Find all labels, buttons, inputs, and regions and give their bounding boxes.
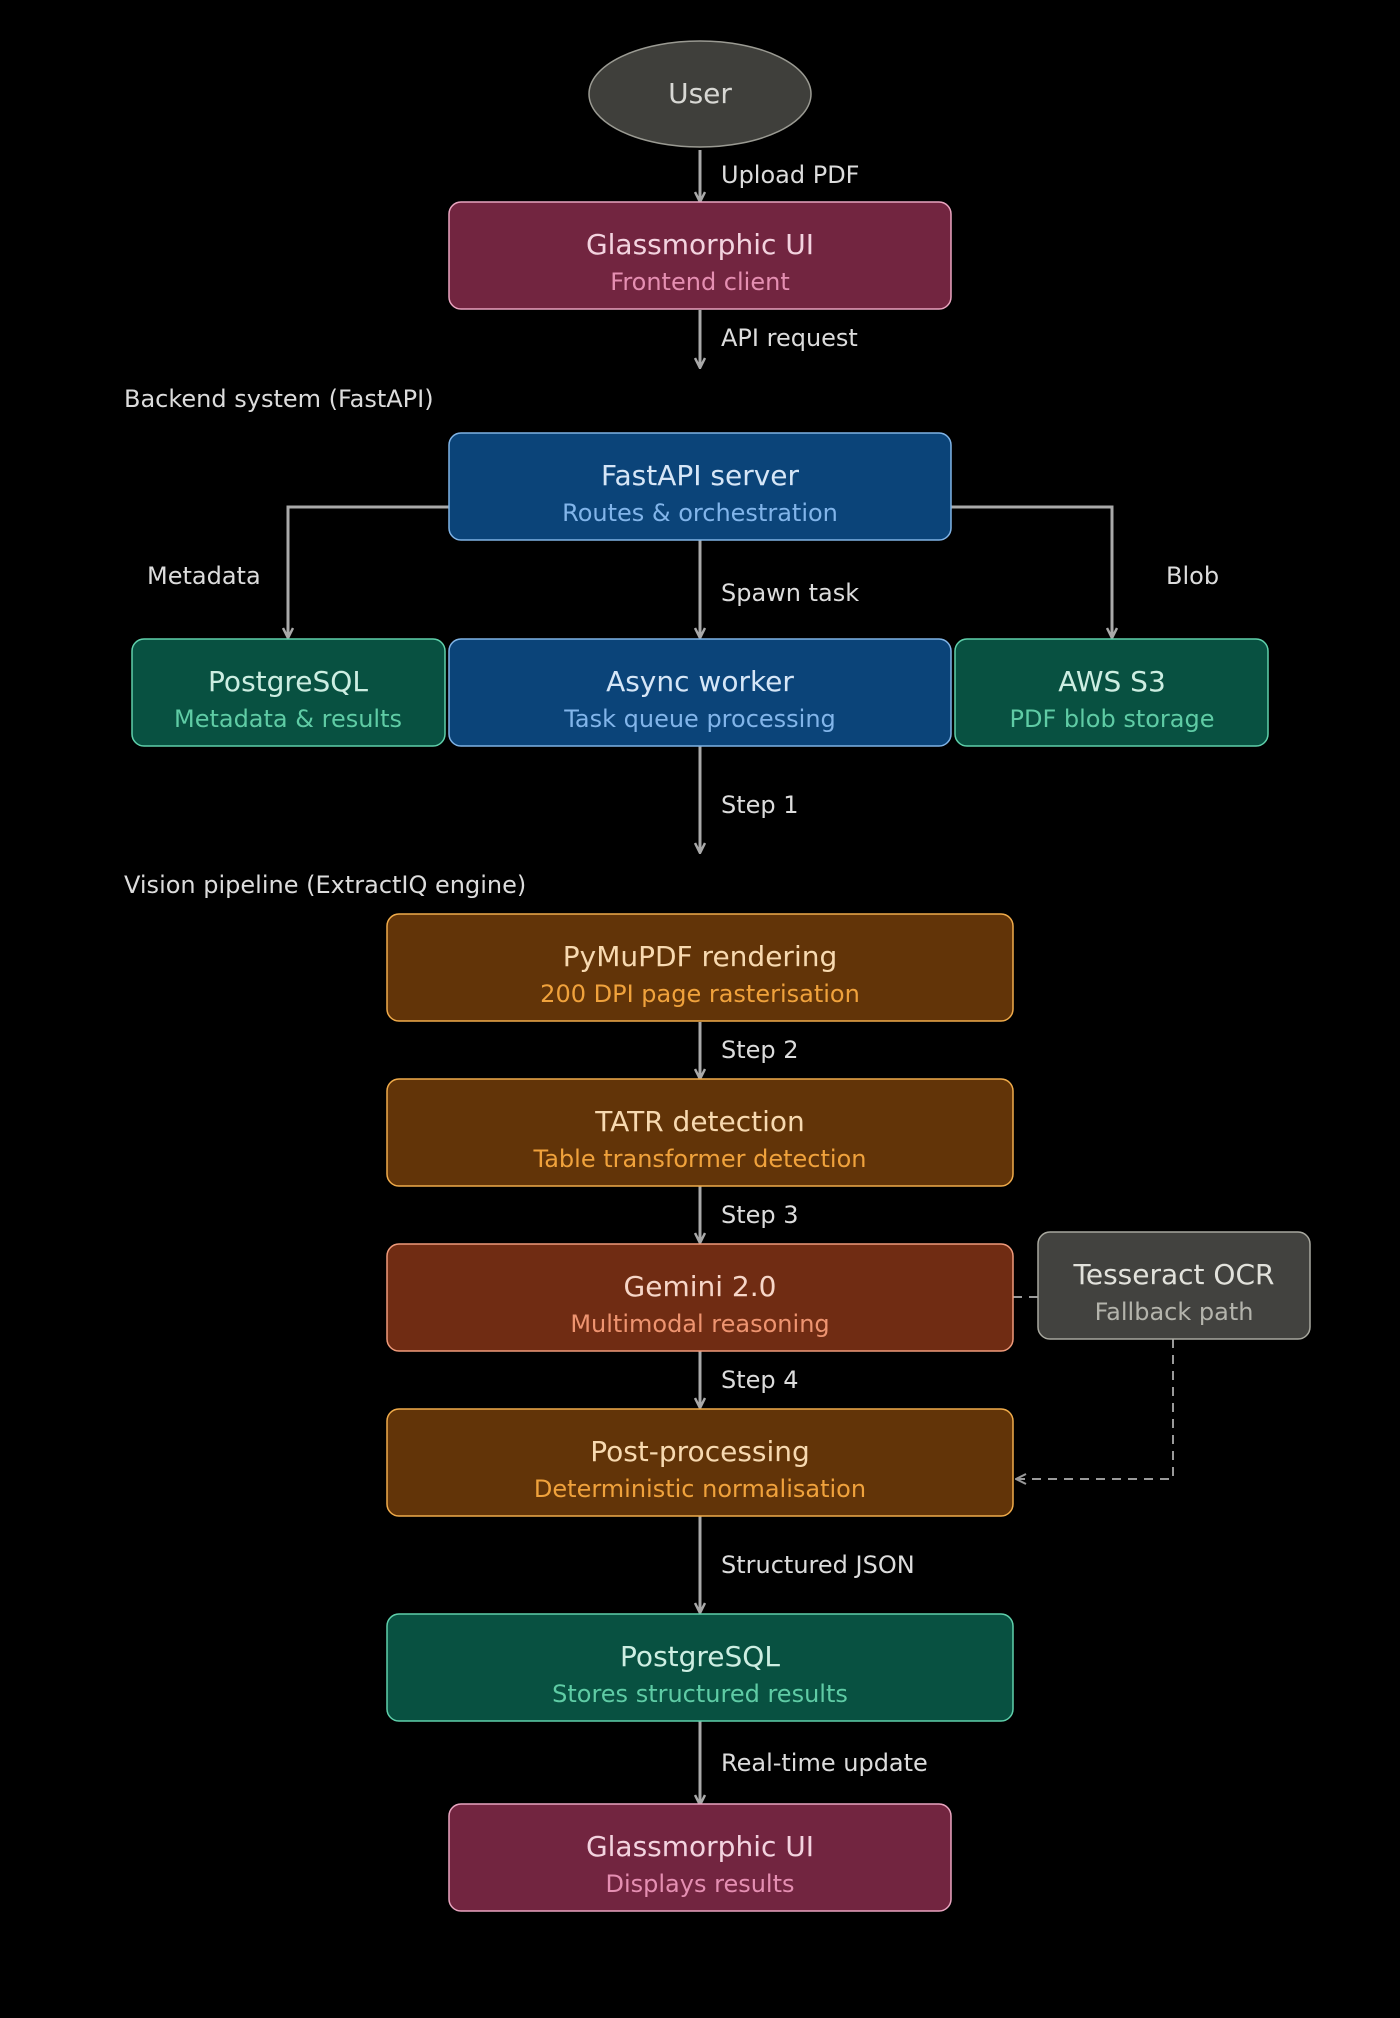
- edge-label-blob: Blob: [1166, 562, 1219, 590]
- node-postgres-metadata-shape: [131, 638, 446, 747]
- node-fastapi-server-title: FastAPI server: [601, 459, 800, 492]
- edge-label-realtime-update: Real-time update: [721, 1749, 928, 1777]
- node-pymupdf-title: PyMuPDF rendering: [563, 940, 838, 973]
- node-async-worker-title: Async worker: [606, 665, 794, 698]
- node-ui-results-subtitle: Displays results: [606, 1870, 795, 1898]
- node-pymupdf-subtitle: 200 DPI page rasterisation: [540, 980, 860, 1008]
- node-tesseract-subtitle: Fallback path: [1095, 1298, 1254, 1326]
- node-ui-frontend-shape: [448, 201, 952, 310]
- edge-label-metadata: Metadata: [147, 562, 261, 590]
- group-label-vision: Vision pipeline (ExtractIQ engine): [124, 871, 526, 899]
- group-label-backend: Backend system (FastAPI): [124, 385, 434, 413]
- node-ui-frontend-subtitle: Frontend client: [610, 268, 789, 296]
- node-tatr-title: TATR detection: [594, 1105, 805, 1138]
- node-async-worker-subtitle: Task queue processing: [563, 705, 836, 733]
- edge-label-structured-json: Structured JSON: [721, 1551, 915, 1579]
- node-user: User: [588, 40, 812, 148]
- edge-tesseract-to-postprocessing-dashed: [1016, 1339, 1174, 1479]
- edge-server-to-s3: [951, 505, 1112, 638]
- node-async-worker: Async worker Task queue processing: [448, 638, 952, 747]
- node-fastapi-server-subtitle: Routes & orchestration: [562, 499, 838, 527]
- node-async-worker-shape: [448, 638, 952, 747]
- node-postgres-metadata: PostgreSQL Metadata & results: [131, 638, 446, 747]
- node-aws-s3-subtitle: PDF blob storage: [1009, 705, 1214, 733]
- node-aws-s3: AWS S3 PDF blob storage: [954, 638, 1269, 747]
- node-postgres-results-title: PostgreSQL: [620, 1640, 780, 1673]
- node-tatr-subtitle: Table transformer detection: [533, 1145, 867, 1173]
- node-gemini: Gemini 2.0 Multimodal reasoning: [386, 1243, 1014, 1352]
- node-user-title: User: [668, 77, 732, 110]
- node-fastapi-server: FastAPI server Routes & orchestration: [448, 432, 952, 541]
- node-tesseract-shape: [1037, 1231, 1311, 1340]
- node-ui-results: Glassmorphic UI Displays results: [448, 1803, 952, 1912]
- node-ui-frontend-title: Glassmorphic UI: [586, 228, 814, 261]
- node-tesseract-title: Tesseract OCR: [1073, 1258, 1275, 1291]
- node-tesseract: Tesseract OCR Fallback path: [1037, 1231, 1311, 1340]
- node-postgres-results-shape: [386, 1613, 1014, 1722]
- edge-label-api-request: API request: [721, 324, 858, 352]
- node-ui-results-shape: [448, 1803, 952, 1912]
- edge-server-to-postgres: [288, 505, 449, 638]
- node-fastapi-server-shape: [448, 432, 952, 541]
- node-tatr: TATR detection Table transformer detecti…: [386, 1078, 1014, 1187]
- node-aws-s3-title: AWS S3: [1058, 665, 1166, 698]
- node-gemini-subtitle: Multimodal reasoning: [570, 1310, 829, 1338]
- node-postgres-metadata-subtitle: Metadata & results: [174, 705, 402, 733]
- node-postprocessing-subtitle: Deterministic normalisation: [534, 1475, 866, 1503]
- node-postgres-results-subtitle: Stores structured results: [552, 1680, 848, 1708]
- node-postprocessing-title: Post-processing: [590, 1435, 810, 1468]
- node-postgres-metadata-title: PostgreSQL: [208, 665, 368, 698]
- node-pymupdf-shape: [386, 913, 1014, 1022]
- node-aws-s3-shape: [954, 638, 1269, 747]
- node-tatr-shape: [386, 1078, 1014, 1187]
- edge-label-step1: Step 1: [721, 791, 799, 819]
- edge-label-upload-pdf: Upload PDF: [721, 161, 859, 189]
- node-postgres-results: PostgreSQL Stores structured results: [386, 1613, 1014, 1722]
- node-user-shape: [588, 40, 812, 148]
- node-pymupdf: PyMuPDF rendering 200 DPI page rasterisa…: [386, 913, 1014, 1022]
- node-ui-frontend: Glassmorphic UI Frontend client: [448, 201, 952, 310]
- edge-label-step4: Step 4: [721, 1366, 799, 1394]
- node-gemini-title: Gemini 2.0: [624, 1270, 777, 1303]
- edge-label-step2: Step 2: [721, 1036, 799, 1064]
- node-gemini-shape: [386, 1243, 1014, 1352]
- node-postprocessing: Post-processing Deterministic normalisat…: [386, 1408, 1014, 1517]
- edge-label-spawn-task: Spawn task: [721, 579, 859, 607]
- node-ui-results-title: Glassmorphic UI: [586, 1830, 814, 1863]
- node-postprocessing-shape: [386, 1408, 1014, 1517]
- edge-label-step3: Step 3: [721, 1201, 799, 1229]
